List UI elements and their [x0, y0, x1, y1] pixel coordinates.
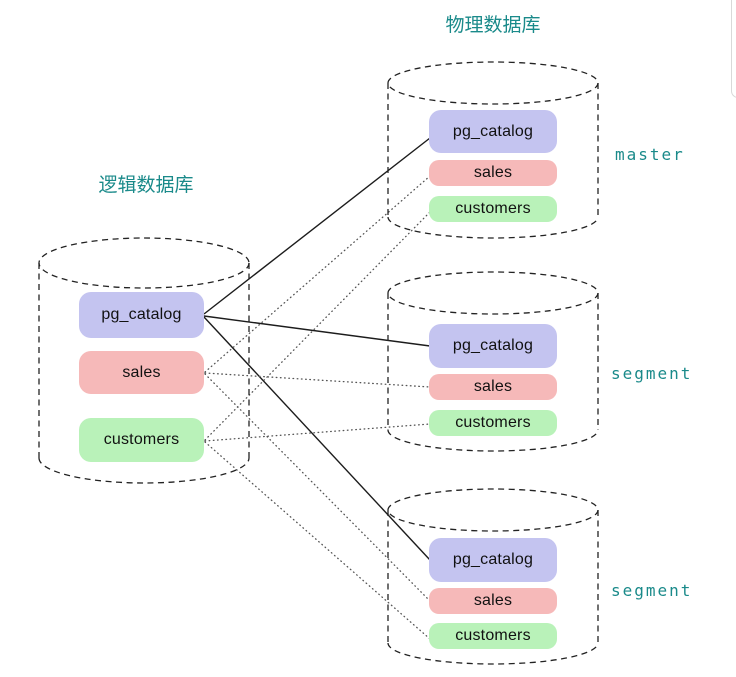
- segment2-table-sales: sales: [429, 588, 557, 614]
- logical-table-sales: sales: [79, 351, 204, 394]
- segment1-cylinder: [387, 271, 599, 452]
- segment2-node-label: segment: [611, 581, 693, 600]
- segment1-table-sales: sales: [429, 374, 557, 400]
- customers-dotted-connections: [204, 211, 431, 640]
- segment2-table-pg-catalog: pg_catalog: [429, 538, 557, 582]
- line-sales-to-master: [204, 175, 431, 373]
- master-table-pg-catalog: pg_catalog: [429, 110, 557, 153]
- master-table-customers: customers: [429, 196, 557, 222]
- segment1-table-pg-catalog: pg_catalog: [429, 324, 557, 368]
- segment2-cylinder: [387, 488, 599, 665]
- segment1-table-customers: customers: [429, 410, 557, 436]
- sales-dotted-connections: [204, 175, 431, 602]
- line-customers-to-segment1: [204, 423, 431, 442]
- master-table-sales: sales: [429, 160, 557, 186]
- segment2-table-customers: customers: [429, 623, 557, 649]
- master-cylinder: [387, 61, 599, 239]
- line-pgcatalog-to-master: [203, 137, 431, 315]
- pg-catalog-solid-connections: [203, 137, 431, 561]
- logical-db-title: 逻辑数据库: [98, 175, 194, 196]
- panel-corner-border: [731, 0, 736, 98]
- line-sales-to-segment2: [204, 373, 431, 602]
- logical-table-pg-catalog: pg_catalog: [79, 292, 204, 338]
- line-pgcatalog-to-segment2: [203, 316, 431, 561]
- segment1-node-label: segment: [611, 364, 693, 383]
- logical-db-cylinder: [38, 237, 250, 484]
- line-sales-to-segment1: [204, 372, 431, 388]
- physical-db-title: 物理数据库: [445, 15, 541, 36]
- line-pgcatalog-to-segment1: [203, 315, 431, 347]
- line-customers-to-segment2: [204, 441, 431, 640]
- line-customers-to-master: [204, 211, 431, 441]
- master-node-label: master: [615, 145, 685, 164]
- logical-table-customers: customers: [79, 418, 204, 462]
